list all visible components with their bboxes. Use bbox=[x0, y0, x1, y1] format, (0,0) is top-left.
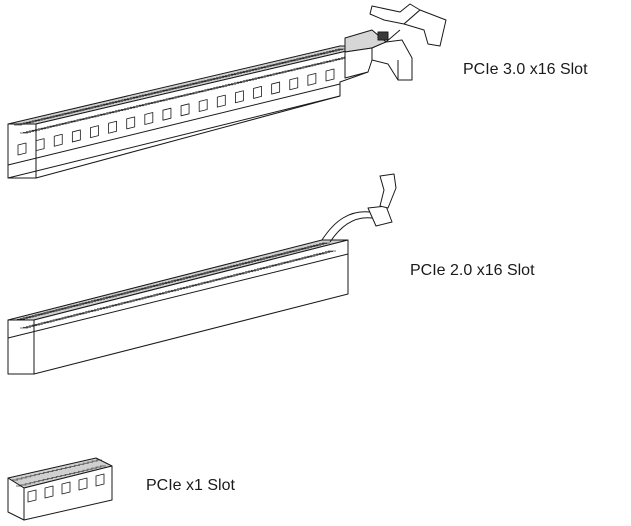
pin-tooth bbox=[44, 485, 54, 499]
pin-tooth bbox=[180, 103, 190, 117]
pin-tooth bbox=[61, 481, 71, 495]
pin-tooth bbox=[35, 138, 45, 152]
slot-side-face bbox=[35, 45, 369, 179]
slot-contacts bbox=[14, 242, 336, 329]
pcie-3-x16-slot bbox=[7, 3, 447, 179]
pin-tooth bbox=[162, 107, 172, 121]
retention-clip bbox=[321, 173, 397, 243]
pin-tooth bbox=[144, 112, 154, 125]
slot-front-teeth bbox=[17, 68, 335, 156]
pin-tooth bbox=[95, 473, 105, 487]
pin-tooth bbox=[216, 94, 226, 108]
pin-tooth bbox=[17, 142, 27, 156]
pin-tooth bbox=[108, 120, 117, 134]
slot-front-teeth bbox=[27, 473, 105, 503]
pin-tooth bbox=[126, 116, 136, 130]
pin-tooth bbox=[325, 68, 335, 82]
pin-tooth bbox=[253, 86, 262, 99]
pcie-x1-label: PCIe x1 Slot bbox=[146, 477, 235, 494]
retention-latch bbox=[344, 3, 447, 81]
pcie-2-x16-label: PCIe 2.0 x16 Slot bbox=[410, 262, 535, 279]
pin-tooth bbox=[27, 489, 37, 503]
pin-tooth bbox=[78, 477, 88, 491]
slot-contacts bbox=[14, 48, 352, 134]
pin-tooth bbox=[289, 77, 299, 91]
pcie-x1-slot bbox=[7, 457, 113, 521]
pin-tooth bbox=[307, 72, 317, 86]
slot-contacts bbox=[12, 459, 106, 487]
pin-tooth bbox=[235, 90, 244, 104]
pcie-2-x16-slot bbox=[7, 173, 397, 375]
pin-tooth bbox=[53, 133, 63, 147]
pin-tooth bbox=[71, 129, 81, 143]
pin-tooth bbox=[271, 81, 281, 95]
pin-tooth bbox=[198, 99, 208, 112]
pcie-3-x16-label: PCIe 3.0 x16 Slot bbox=[463, 61, 588, 78]
pin-tooth bbox=[90, 125, 99, 138]
slot-side-face bbox=[23, 465, 113, 521]
